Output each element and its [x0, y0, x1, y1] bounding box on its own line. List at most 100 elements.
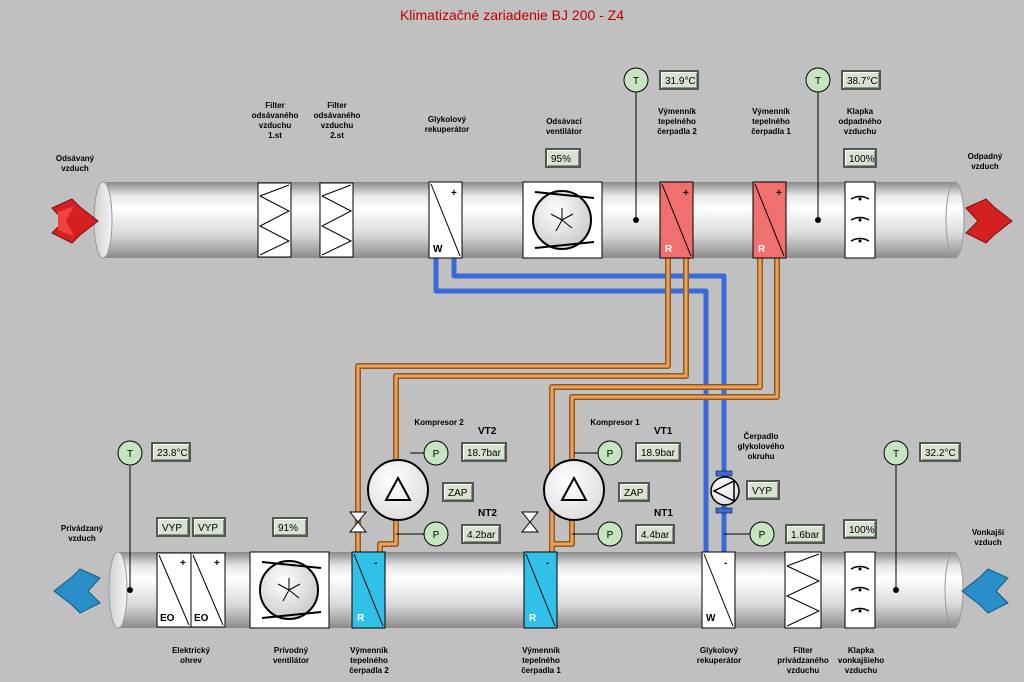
- pressure-sensor-vt2-icon: P: [423, 440, 449, 466]
- recuperator-bottom-minus-label: -: [724, 558, 727, 569]
- label-hp2-exchanger-bottom: Výmenník tepelného čerpadla 2: [349, 646, 389, 675]
- label-electric-heater: Elektrický ohrev: [172, 646, 210, 665]
- hp1-top-r-label: R: [758, 244, 766, 255]
- nt2-pressure-display: 4.2bar: [461, 524, 501, 544]
- pressure-sensor-nt1-icon: P: [597, 521, 623, 547]
- label-compressor-2: Kompresor 2: [414, 418, 464, 427]
- heat-pump-1-exchanger-bottom: [523, 551, 558, 629]
- svg-text:T: T: [893, 449, 899, 460]
- heat-pump-1-exchanger-top: [752, 181, 787, 259]
- label-supply-filter: Filter privádzaného vzduchu: [777, 646, 829, 675]
- label-exhaust-damper: Klapka odpadného vzduchu: [838, 107, 882, 136]
- heat-pump-2-exchanger-bottom: [351, 551, 386, 629]
- nt1-pressure-display: 4.4bar: [635, 524, 675, 544]
- hp2-top-plus-label: +: [683, 188, 689, 199]
- compressor-1-state-display: ZAP: [618, 482, 650, 502]
- temp-sensor-exhaust-icon: T: [805, 67, 831, 93]
- exhaust-filter-stage-1: [257, 182, 292, 258]
- supply-filter: [784, 551, 822, 629]
- label-hp1-exchanger-top: Výmenník tepelného čerpadla 1: [751, 107, 791, 136]
- exhaust-fan-speed-display: 95%: [545, 148, 581, 168]
- electric-heater-1-state-display: VYP: [156, 517, 190, 537]
- label-hp1-exchanger-bottom: Výmenník tepelného čerpadla 1: [521, 646, 561, 675]
- electric-heater-2-state-display: VYP: [192, 517, 226, 537]
- label-glycol-recuperator-bottom: Glykolový rekuperátor: [696, 646, 742, 665]
- hp2-top-r-label: R: [665, 244, 673, 255]
- hp2-bottom-minus-label: -: [374, 558, 377, 569]
- glycol-circuit-pipes: [433, 258, 727, 555]
- exhaust-air-out-arrow-icon: [965, 198, 1013, 244]
- electric-heater-2: [190, 552, 226, 628]
- glycol-pressure-display: 1.6bar: [785, 524, 825, 544]
- exhaust-damper-position-display: 100%: [843, 148, 877, 168]
- label-exhaust-filter-1: Filter odsávaného vzduchu 1.st: [251, 101, 299, 140]
- svg-text:P: P: [433, 449, 440, 460]
- label-glycol-pump: Čerpadlo glykolového okruhu: [737, 432, 785, 461]
- hp1-bottom-minus-label: -: [546, 558, 549, 569]
- temp-sensor-outdoor-icon: T: [883, 440, 909, 466]
- label-extract-air: Odsávaný vzduch: [55, 154, 95, 173]
- supply-air-out-arrow-icon: [53, 568, 101, 614]
- expansion-valve-2-icon: [348, 511, 368, 533]
- recuperator-bottom-w-label: W: [706, 613, 716, 624]
- outdoor-temperature-display: 32.2°C: [919, 442, 961, 462]
- glycol-recuperator-bottom: [701, 551, 736, 629]
- exhaust-temperature-display: 38.7°C: [841, 70, 881, 90]
- label-outdoor-damper: Klapka vonkajšieho vzduchu: [837, 646, 885, 675]
- eo1-plus-label: +: [180, 558, 186, 569]
- outdoor-damper: [844, 551, 876, 629]
- vt2-pressure-display: 18.7bar: [461, 442, 507, 462]
- supply-fan: [249, 551, 330, 629]
- label-exhaust-air: Odpadný vzduch: [967, 152, 1003, 171]
- exhaust-air-in-arrow-icon: [51, 198, 99, 244]
- page-title: Klimatizačné zariadenie BJ 200 - Z4: [399, 7, 625, 23]
- heat-pump-2-exchanger-top: [659, 181, 694, 259]
- pressure-sensor-nt2-icon: P: [423, 521, 449, 547]
- eo1-label: EO: [160, 613, 175, 624]
- temp-sensor-hp2-icon: T: [623, 67, 649, 93]
- compressor-2-state-display: ZAP: [442, 482, 474, 502]
- label-nt2: NT2: [478, 508, 497, 519]
- hp2-temperature-display: 31.9°C: [659, 70, 699, 90]
- vt1-pressure-display: 18.9bar: [635, 442, 681, 462]
- temp-sensor-supply-icon: T: [117, 440, 143, 466]
- label-supply-air: Privádzaný vzduch: [60, 524, 104, 543]
- exhaust-fan: [522, 181, 603, 259]
- eo2-plus-label: +: [214, 558, 220, 569]
- label-exhaust-filter-2: Filter odsávaného vzduchu 2.st: [313, 101, 361, 140]
- svg-text:T: T: [127, 449, 133, 460]
- supply-fan-speed-display: 91%: [272, 517, 308, 537]
- glycol-pump-state-display: VYP: [746, 480, 780, 500]
- label-glycol-recuperator-top: Glykolový rekuperátor: [424, 115, 470, 134]
- outdoor-air-in-arrow-icon: [961, 568, 1009, 614]
- outdoor-damper-position-display: 100%: [843, 519, 877, 539]
- expansion-valve-1-icon: [520, 511, 540, 533]
- label-exhaust-fan: Odsávací ventilátor: [545, 117, 582, 136]
- svg-text:P: P: [607, 449, 614, 460]
- glycol-pump-icon: [710, 476, 740, 506]
- recuperator-top-plus-label: +: [451, 188, 457, 199]
- label-supply-fan: Prívodný ventilátor: [272, 646, 309, 665]
- hp1-top-plus-label: +: [776, 188, 782, 199]
- pressure-sensor-vt1-icon: P: [597, 440, 623, 466]
- svg-text:T: T: [633, 76, 639, 87]
- svg-text:T: T: [815, 76, 821, 87]
- label-outdoor-air: Vonkajší vzduch: [971, 528, 1005, 547]
- compressor-2: [367, 459, 429, 521]
- label-vt1: VT1: [654, 426, 673, 437]
- recuperator-top-w-label: W: [433, 244, 443, 255]
- svg-text:P: P: [759, 530, 766, 541]
- eo2-label: EO: [194, 613, 209, 624]
- svg-text:P: P: [433, 530, 440, 541]
- compressor-1: [543, 459, 605, 521]
- pressure-sensor-glycol-icon: P: [749, 521, 775, 547]
- hp1-bottom-r-label: R: [529, 613, 537, 624]
- exhaust-damper: [844, 181, 876, 259]
- hp2-bottom-r-label: R: [357, 613, 365, 624]
- label-nt1: NT1: [654, 508, 673, 519]
- supply-temperature-display: 23.8°C: [151, 442, 191, 462]
- electric-heater-1: [156, 552, 192, 628]
- label-compressor-1: Kompresor 1: [590, 418, 640, 427]
- glycol-recuperator-top: [428, 181, 463, 259]
